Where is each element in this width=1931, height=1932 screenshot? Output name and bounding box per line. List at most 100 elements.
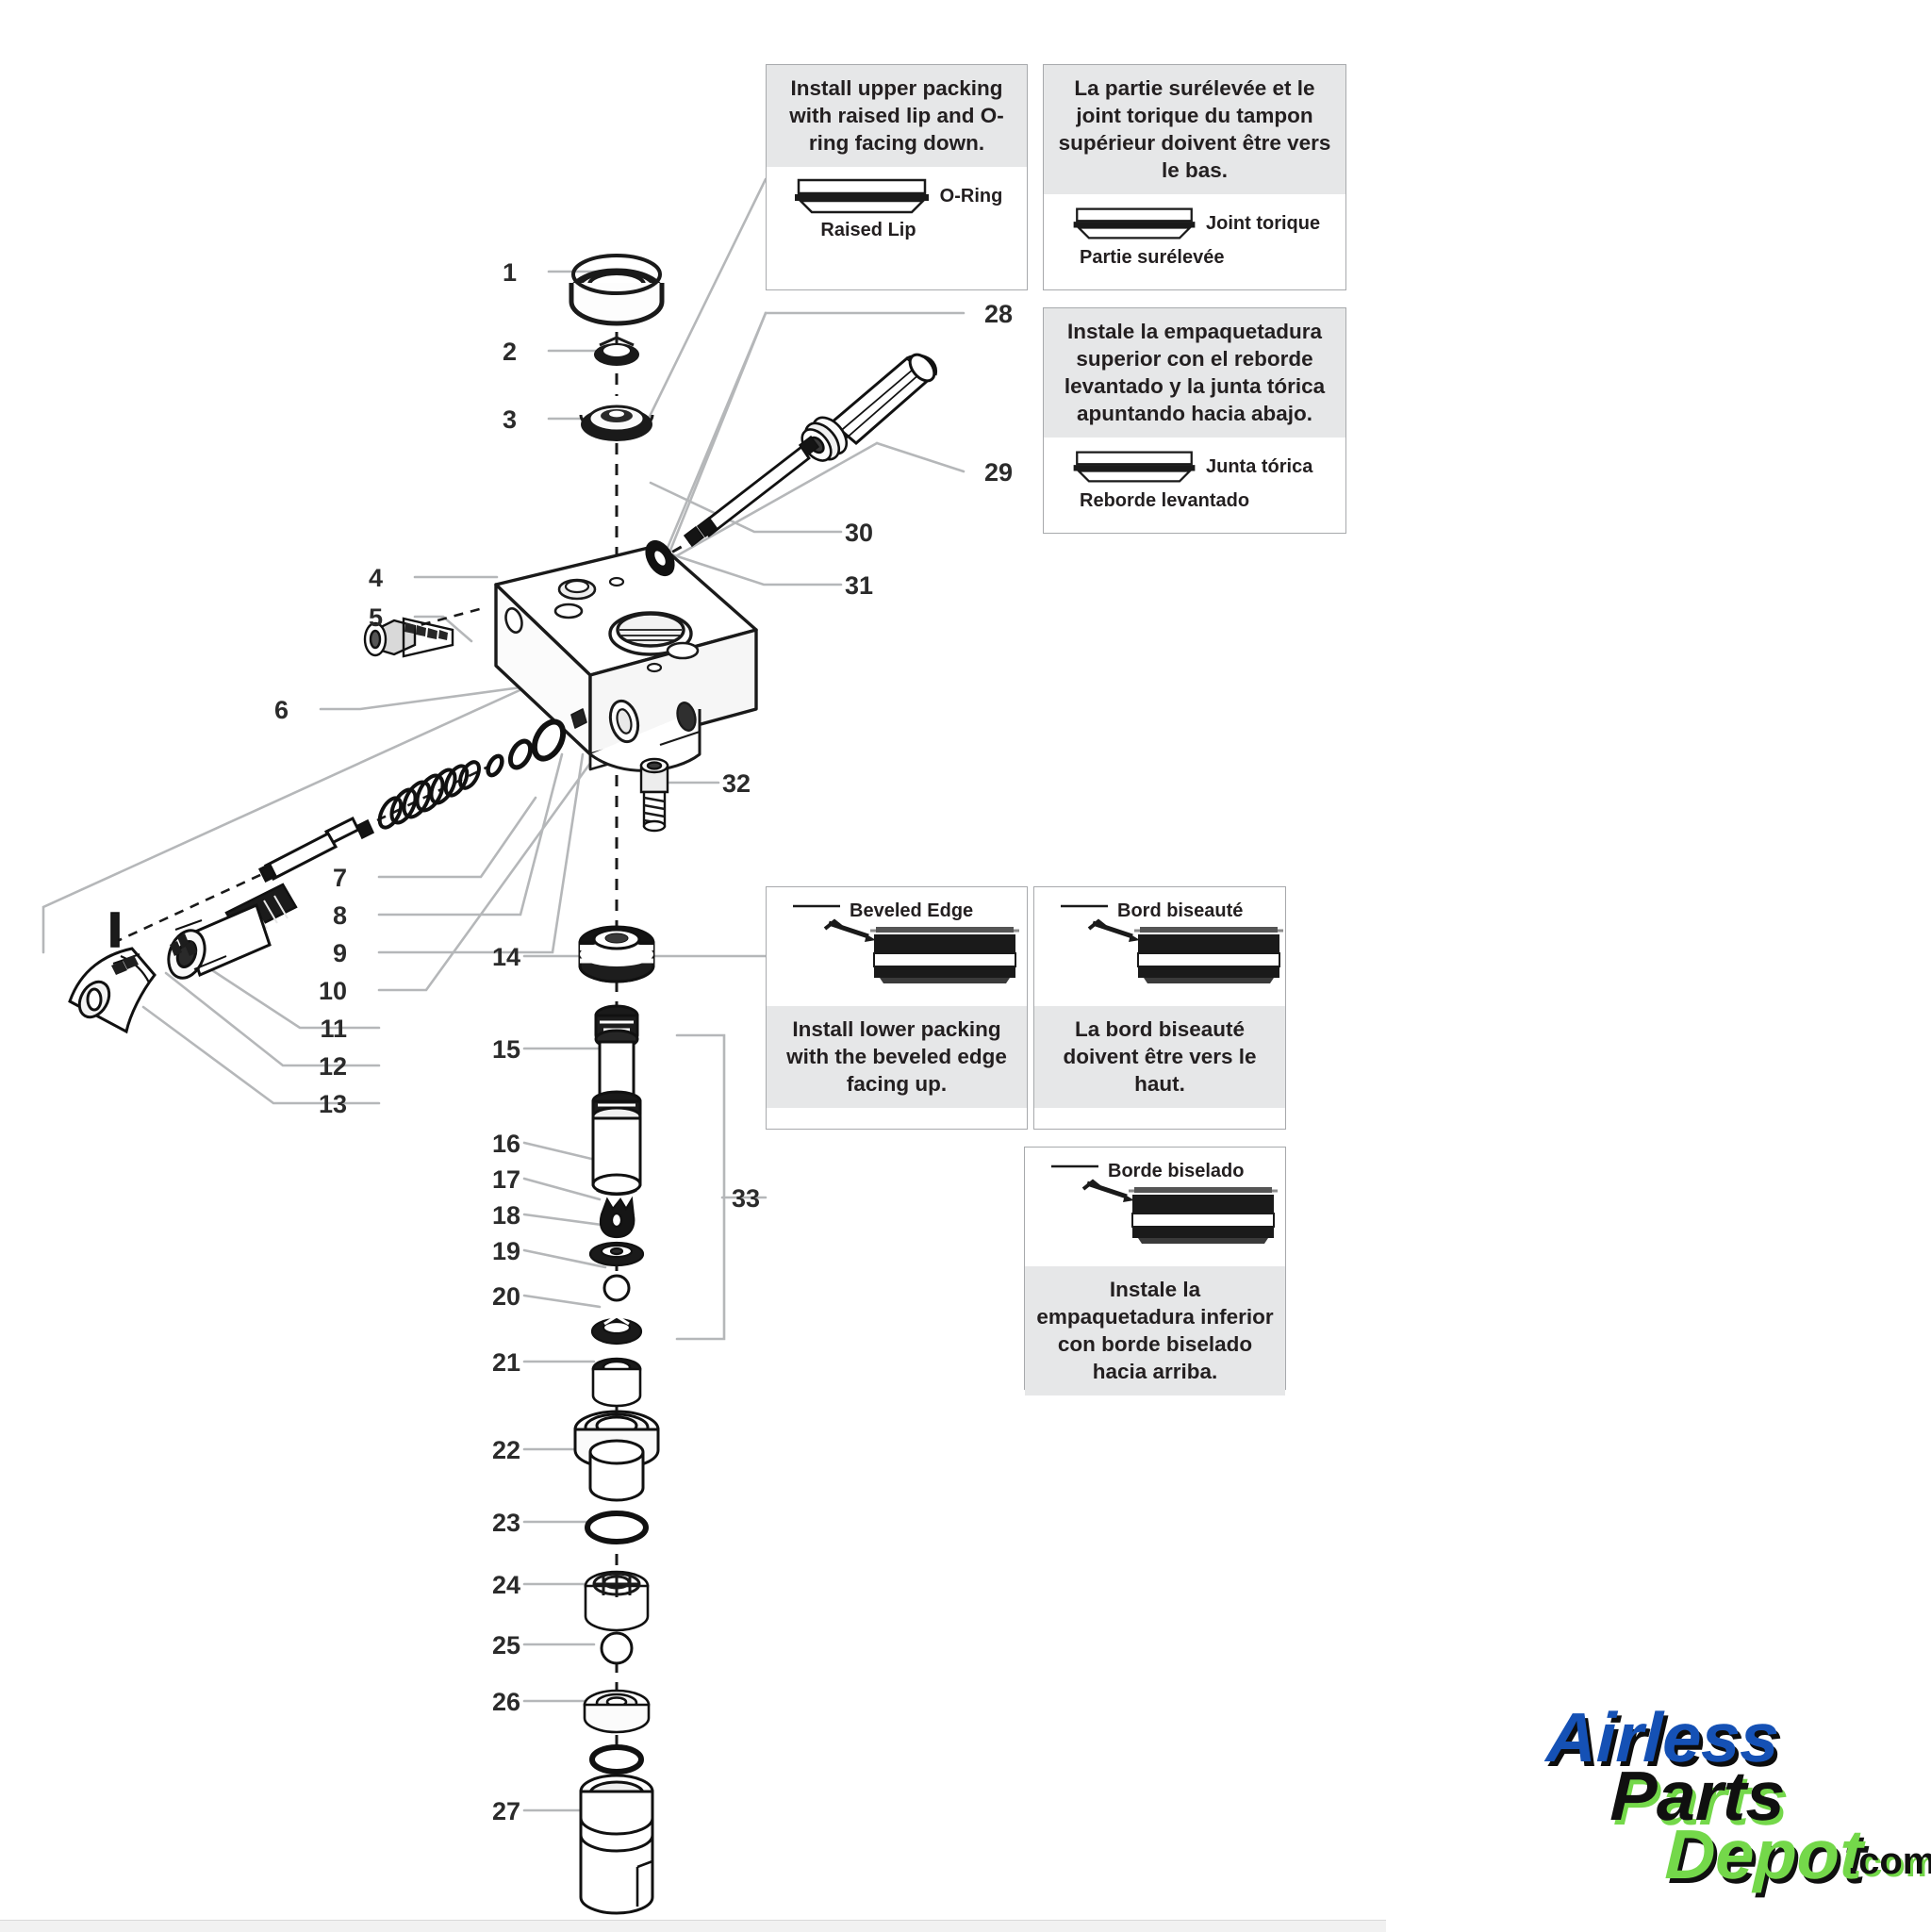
callout-number: 14 — [491, 943, 520, 971]
part-18-ball — [602, 1274, 631, 1302]
bevel-callout-row: Bord biseauté — [1040, 900, 1279, 925]
callout-number: 25 — [491, 1631, 520, 1660]
joint-torique-label: Joint torique — [1206, 212, 1321, 234]
page-footer-rule — [0, 1920, 1386, 1932]
callout-number: 12 — [318, 1052, 347, 1081]
parts-28-31-rod-assembly — [645, 353, 938, 577]
note-instruction: La partie surélevée et le joint torique … — [1044, 65, 1345, 194]
part-15-piston-rod — [591, 1004, 642, 1197]
airless-parts-depot-logo[interactable]: Airless Parts Depot .com — [1537, 1697, 1931, 1900]
callout-number: 24 — [491, 1571, 520, 1599]
bord-biseaute-label: Bord biseauté — [1117, 900, 1244, 921]
note-illustration: Junta tórica Reborde levantado — [1044, 438, 1345, 521]
lower-packing-icon — [823, 918, 1019, 983]
part-23-cage — [584, 1570, 650, 1632]
callout-number: 13 — [318, 1090, 347, 1118]
note-box-upper-fr: La partie surélevée et le joint torique … — [1043, 64, 1346, 290]
callout-number: 5 — [368, 603, 383, 632]
callout-number: 33 — [732, 1184, 761, 1213]
part-19-seat-ring — [590, 1314, 643, 1346]
callout-number: 27 — [491, 1797, 520, 1825]
packing-figure-row: Joint torique — [1049, 202, 1340, 245]
callout-number: 3 — [502, 405, 517, 434]
callout-number: 19 — [491, 1237, 520, 1265]
packing-figure-row: O-Ring — [772, 174, 1021, 218]
note-instruction: La bord biseauté doivent être vers le ha… — [1034, 1006, 1285, 1108]
part-21-intake-housing — [573, 1410, 660, 1502]
callout-number: 20 — [491, 1282, 520, 1311]
note-instruction: Instale la empaquetadura superior con el… — [1044, 308, 1345, 438]
reborde-levantado-label: Reborde levantado — [1080, 490, 1250, 511]
note-instruction: Install lower packing with the beveled e… — [767, 1006, 1027, 1108]
o-ring-label: O-Ring — [939, 185, 1003, 206]
part-3-upper-packing — [579, 405, 654, 441]
callout-number: 18 — [491, 1201, 520, 1230]
callout-number: 4 — [368, 564, 383, 592]
callout-number: 23 — [491, 1509, 520, 1537]
callout-number: 29 — [983, 458, 1013, 487]
callout-number: 21 — [491, 1348, 520, 1377]
note-instruction: Instale la empaquetadura inferior con bo… — [1025, 1266, 1285, 1395]
note-illustration: Beveled Edge — [767, 887, 1027, 1000]
bevel-leader-icon — [793, 904, 840, 908]
note-illustration: Borde biselado — [1025, 1148, 1285, 1261]
callout-number: 28 — [983, 300, 1013, 328]
callout-number: 15 — [491, 1035, 520, 1064]
lower-packing-icon — [1087, 918, 1283, 983]
callout-number: 11 — [320, 1015, 347, 1043]
part-20-cage-cup — [591, 1357, 642, 1408]
callout-number: 2 — [502, 338, 517, 366]
note-instruction: Install upper packing with raised lip an… — [767, 65, 1027, 167]
callout-number: 22 — [491, 1436, 520, 1464]
part-1-upper-seat — [569, 254, 665, 326]
part-4-manifold-body — [494, 543, 758, 772]
bevel-leader-icon — [1051, 1164, 1098, 1168]
callout-number: 26 — [491, 1688, 520, 1716]
part-16-cage — [599, 1196, 635, 1239]
note-illustration: O-Ring Raised Lip — [767, 167, 1027, 251]
borde-biselado-label: Borde biselado — [1108, 1161, 1245, 1181]
lower-packing-figure — [1031, 1179, 1279, 1255]
bevel-callout-row: Beveled Edge — [772, 900, 1021, 925]
bevel-callout-row: Borde biselado — [1031, 1161, 1279, 1185]
part-14-lower-packing — [578, 925, 655, 983]
note-illustration: Joint torique Partie surélevée — [1044, 194, 1345, 278]
note-box-upper-es: Instale la empaquetadura superior con el… — [1043, 307, 1346, 534]
beveled-edge-label: Beveled Edge — [850, 900, 974, 921]
lower-packing-figure — [1040, 918, 1283, 995]
leader-lines — [41, 177, 966, 1812]
callout-number: 9 — [332, 939, 347, 967]
logo-word-depot: Depot — [1663, 1815, 1865, 1893]
callout-number: 7 — [332, 864, 347, 892]
logo-word-com: .com — [1848, 1841, 1931, 1882]
callout-number: 8 — [332, 901, 347, 930]
note-box-lower-es: Borde biselado Instale la empaquetadura … — [1024, 1147, 1286, 1395]
junta-torica-label: Junta tórica — [1206, 455, 1313, 477]
callout-number: 16 — [491, 1130, 520, 1158]
callout-number: 17 — [491, 1165, 520, 1194]
part-22-o-ring — [585, 1511, 649, 1544]
part-25-seat — [583, 1689, 651, 1734]
bevel-leader-icon — [1061, 904, 1108, 908]
callout-number: 30 — [845, 519, 874, 547]
part-2-washer — [594, 336, 639, 366]
raised-lip-label: Raised Lip — [820, 220, 916, 240]
upper-packing-icon — [1073, 207, 1196, 239]
note-box-lower-en: Beveled Edge Install lower packing with … — [766, 886, 1028, 1130]
part-27-intake-cylinder — [579, 1774, 654, 1915]
parts-6-13-valve-assembly — [68, 718, 567, 1034]
note-illustration: Bord biseauté — [1034, 887, 1285, 1000]
packing-figure-row: Junta tórica — [1049, 445, 1340, 488]
upper-packing-icon — [1073, 451, 1196, 483]
upper-packing-icon — [794, 178, 929, 214]
lower-packing-icon — [1081, 1179, 1278, 1244]
callout-number: 32 — [722, 769, 751, 798]
callout-number: 1 — [502, 258, 517, 287]
callout-number: 10 — [318, 977, 347, 1005]
note-box-lower-fr: Bord biseauté La bord biseauté doivent ê… — [1033, 886, 1286, 1130]
part-17-seat — [588, 1241, 645, 1267]
part-32-drain-plug — [639, 757, 669, 833]
lower-packing-figure — [772, 918, 1021, 995]
